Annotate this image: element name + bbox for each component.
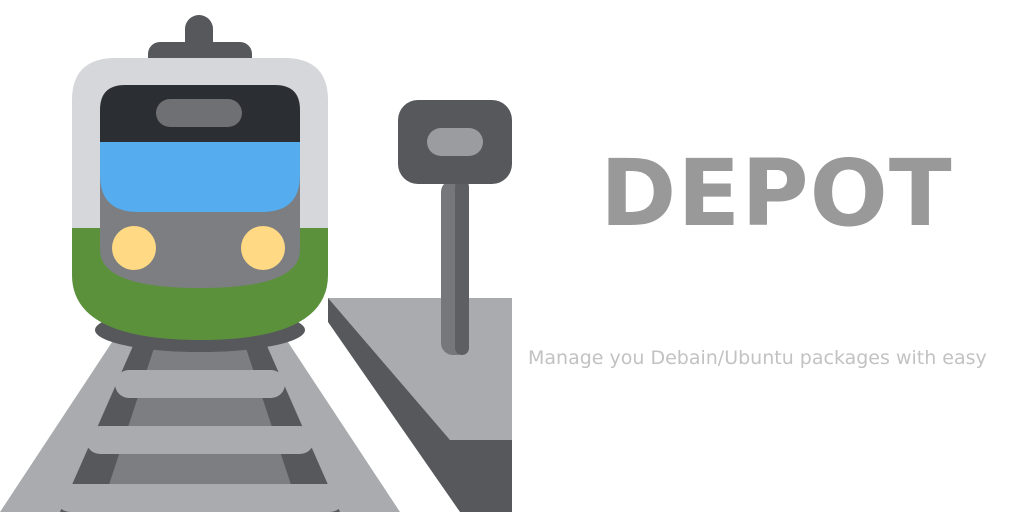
signal-post-icon [398,100,512,355]
train-station-illustration [0,15,512,512]
app-tagline: Manage you Debain/Ubuntu packages with e… [528,347,987,369]
train-icon [72,15,328,352]
app-title: DEPOT [600,140,953,247]
railway-track-icon [0,330,400,512]
